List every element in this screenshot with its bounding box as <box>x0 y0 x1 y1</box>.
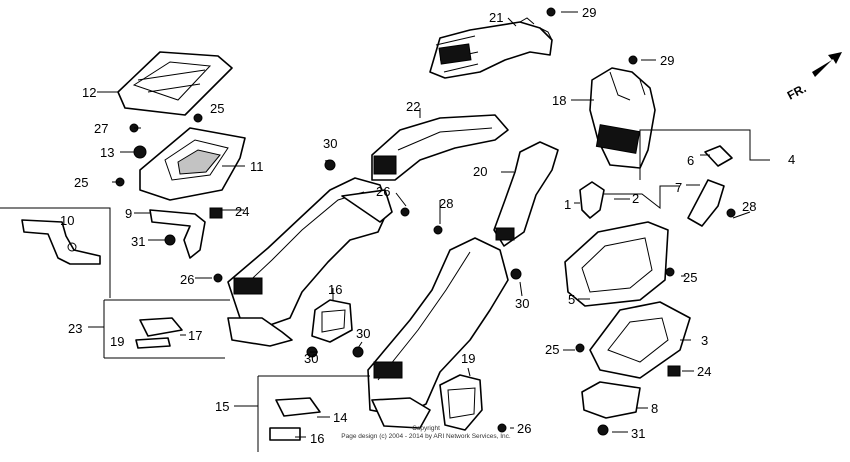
callout-29a: 29 <box>582 5 596 20</box>
callout-28b: 28 <box>742 199 756 214</box>
callout-15: 15 <box>215 399 229 414</box>
callout-25b: 25 <box>74 175 88 190</box>
part-7-bracket <box>687 179 725 227</box>
part-17-pad <box>135 317 183 349</box>
leader-lines <box>0 11 770 452</box>
callout-25a: 25 <box>210 101 224 116</box>
callout-26b: 26 <box>180 272 194 287</box>
callout-12: 12 <box>82 85 96 100</box>
part-9-bracket <box>149 209 206 259</box>
part-18-duct <box>589 67 656 169</box>
copyright-notice: Copyright Page design (c) 2004 - 2014 by… <box>341 425 511 440</box>
part-6-clip <box>704 145 733 167</box>
callout-2: 2 <box>632 191 639 206</box>
callout-19a: 19 <box>110 334 124 349</box>
front-arrow-icon <box>812 52 842 77</box>
callout-30c: 30 <box>356 326 370 341</box>
fasteners <box>115 7 736 436</box>
callout-14: 14 <box>333 410 347 425</box>
part-12-plate <box>117 51 233 116</box>
callout-16a: 16 <box>328 282 342 297</box>
front-direction-label: FR. <box>785 81 809 102</box>
callout-31b: 31 <box>631 426 645 441</box>
callout-25d: 25 <box>545 342 559 357</box>
callout-20: 20 <box>473 164 487 179</box>
callout-18: 18 <box>552 93 566 108</box>
callout-23: 23 <box>68 321 82 336</box>
part-21-duct <box>429 17 553 79</box>
callout-19b: 19 <box>461 351 475 366</box>
front-direction-indicator: FR. <box>785 52 842 103</box>
callout-11: 11 <box>250 159 264 174</box>
part-14-pad <box>269 397 321 441</box>
callout-4: 4 <box>788 152 795 167</box>
callout-22: 22 <box>406 99 420 114</box>
part-5-panel <box>564 221 669 307</box>
callout-3: 3 <box>701 333 708 348</box>
callout-26c: 26 <box>517 421 531 436</box>
callout-7: 7 <box>675 180 682 195</box>
callout-25c: 25 <box>683 270 697 285</box>
callout-30d: 30 <box>304 351 318 366</box>
callout-31a: 31 <box>131 234 145 249</box>
callout-13: 13 <box>100 145 114 160</box>
part-23-duct-assembly <box>227 177 393 347</box>
callout-9: 9 <box>125 206 132 221</box>
callout-28a: 28 <box>439 196 453 211</box>
part-22-duct <box>371 114 509 181</box>
part-1-actuator <box>579 181 605 219</box>
part-11-housing <box>139 127 246 201</box>
callout-29b: 29 <box>660 53 674 68</box>
part-10-bracket <box>21 219 101 265</box>
callout-26a: 26 <box>376 184 390 199</box>
part-3-housing <box>589 301 691 379</box>
callout-5: 5 <box>568 292 575 307</box>
callout-21: 21 <box>489 10 503 25</box>
part-20-duct <box>493 141 559 247</box>
callout-30a: 30 <box>323 136 337 151</box>
copyright-line-2: Page design (c) 2004 - 2014 by ARI Netwo… <box>341 433 511 440</box>
part-19-seal <box>439 374 483 431</box>
callout-10: 10 <box>60 213 74 228</box>
part-8-bracket <box>581 381 641 419</box>
callout-17: 17 <box>188 328 202 343</box>
callout-16b: 16 <box>310 431 324 446</box>
callout-30b: 30 <box>515 296 529 311</box>
callout-8: 8 <box>651 401 658 416</box>
callout-24a: 24 <box>235 204 249 219</box>
callout-1: 1 <box>564 197 571 212</box>
callout-24b: 24 <box>697 364 711 379</box>
callout-labels: 29 29 21 18 12 25 22 27 13 30 11 20 4 6 … <box>60 5 795 446</box>
callout-27: 27 <box>94 121 108 136</box>
part-16-seal <box>311 299 353 343</box>
callout-6: 6 <box>687 153 694 168</box>
copyright-line-1: Copyright <box>412 425 440 432</box>
part-15-duct-assembly <box>367 237 509 429</box>
